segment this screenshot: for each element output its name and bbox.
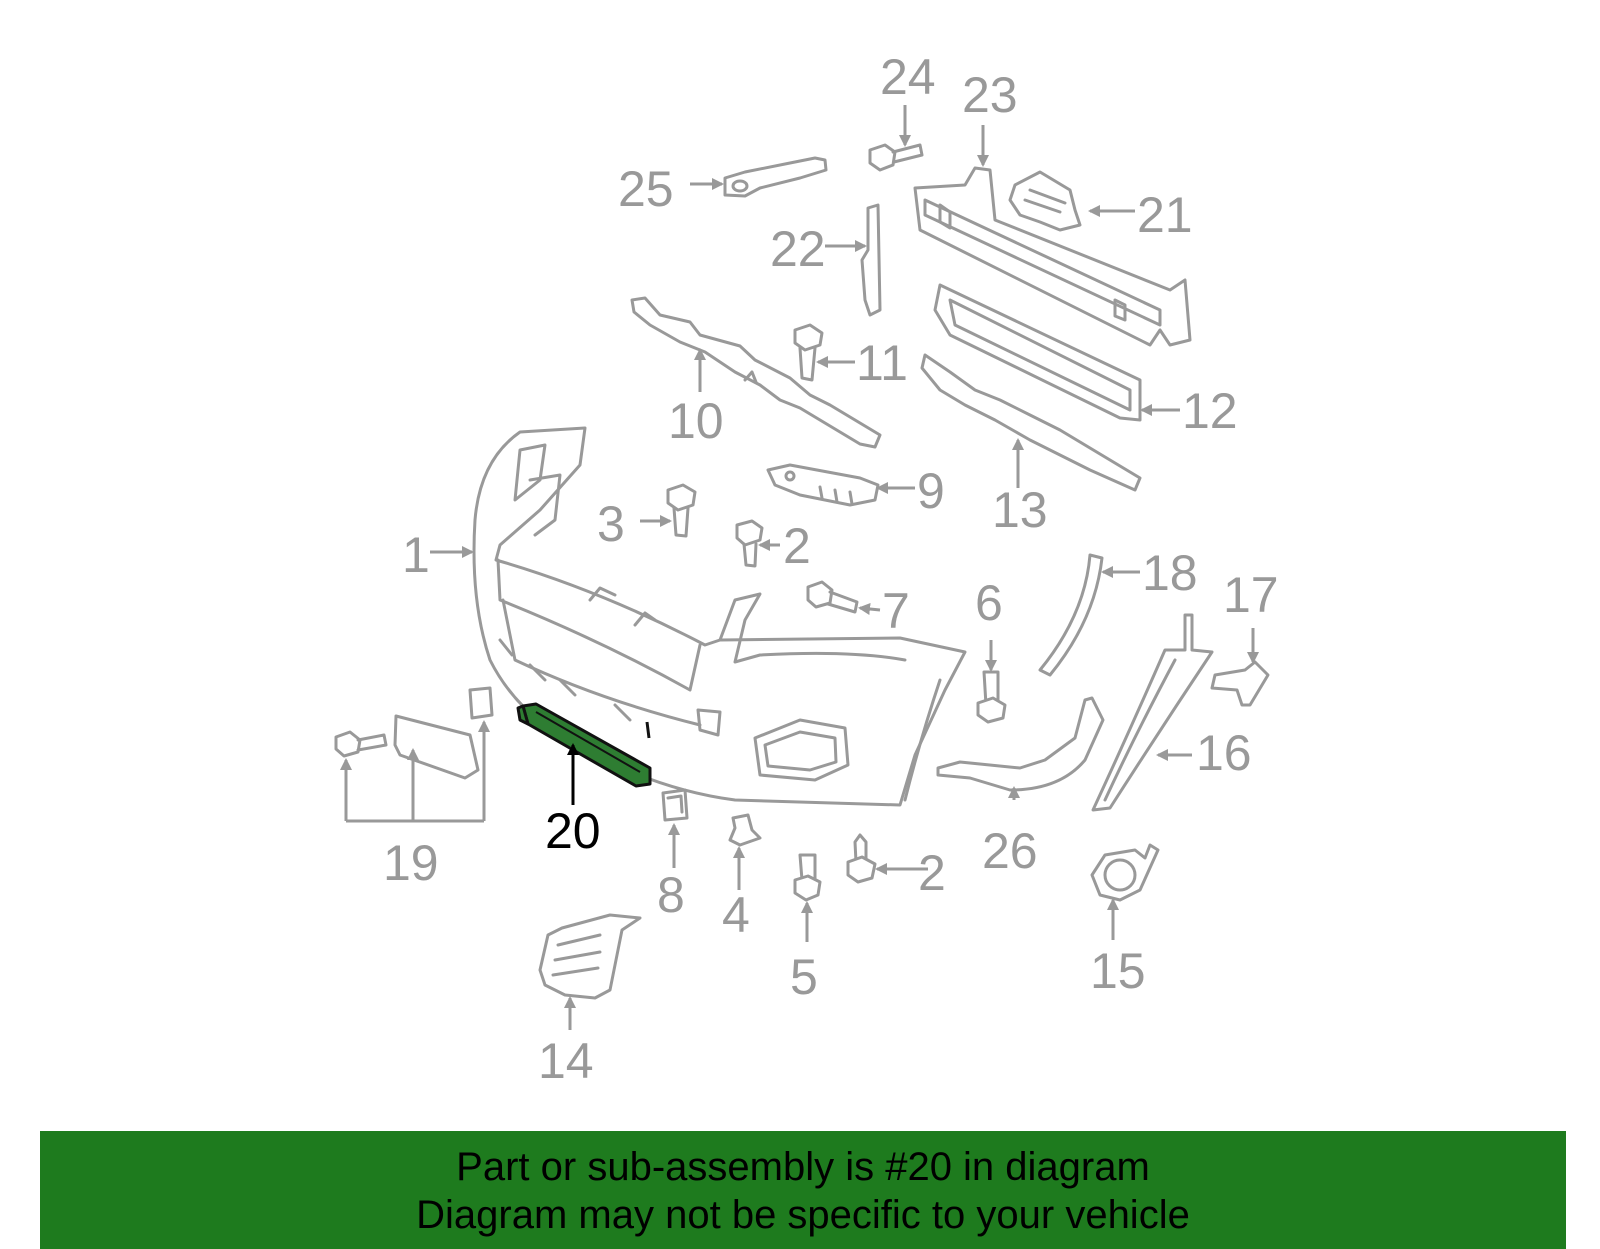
label-2b: 2 (918, 845, 946, 901)
part-4-clip (728, 813, 762, 847)
label-25: 25 (618, 161, 674, 217)
banner-line-disclaimer: Diagram may not be specific to your vehi… (416, 1193, 1190, 1237)
banner-line-part-number: Part or sub-assembly is #20 in diagram (456, 1145, 1150, 1189)
part-5-bolt (793, 853, 822, 902)
part-22 (860, 203, 882, 317)
label-8: 8 (657, 867, 685, 923)
label-13: 13 (992, 482, 1048, 538)
label-6: 6 (975, 575, 1003, 631)
label-2a: 2 (783, 518, 811, 574)
label-19: 19 (383, 835, 439, 891)
part-info-banner: Part or sub-assembly is #20 in diagram D… (40, 1131, 1566, 1249)
leader-arrows (340, 105, 1259, 1030)
label-14: 14 (538, 1033, 594, 1089)
label-16: 16 (1196, 725, 1252, 781)
part-26 (936, 696, 1105, 792)
label-26: 26 (982, 823, 1038, 879)
label-1: 1 (402, 527, 430, 583)
part-16 (1091, 613, 1214, 812)
part-2a-clip (735, 519, 764, 568)
label-21: 21 (1137, 187, 1193, 243)
part-17 (1210, 660, 1270, 707)
label-24: 24 (880, 49, 936, 105)
label-22: 22 (770, 221, 826, 277)
label-23: 23 (962, 67, 1018, 123)
label-10: 10 (668, 393, 724, 449)
part-2b-clip (846, 833, 877, 884)
part-15 (1090, 843, 1160, 902)
part-20-highlighted (516, 702, 652, 788)
part-25 (723, 156, 828, 198)
part-18 (1038, 553, 1104, 677)
part-24-bolt (868, 143, 924, 172)
label-4: 4 (722, 887, 750, 943)
part-19 (334, 686, 494, 780)
label-5: 5 (790, 949, 818, 1005)
part-6-bolt (976, 670, 1007, 724)
part-11-bolt (793, 323, 824, 382)
part-8-clip (661, 788, 689, 822)
part-13 (920, 353, 1142, 492)
label-18: 18 (1142, 545, 1198, 601)
label-15: 15 (1090, 943, 1146, 999)
part-7-bolt (806, 580, 859, 614)
part-14 (538, 913, 642, 1000)
label-11: 11 (856, 335, 908, 391)
label-7: 7 (882, 583, 910, 639)
label-17: 17 (1223, 567, 1279, 623)
label-9: 9 (917, 463, 945, 519)
label-12: 12 (1182, 383, 1238, 439)
label-20: 20 (545, 803, 601, 859)
part-23 (913, 166, 1192, 347)
part-21 (1008, 170, 1082, 232)
part-9 (766, 463, 880, 507)
part-labels: 1 2 3 4 5 6 7 8 9 10 11 12 13 14 15 16 1… (383, 49, 1279, 1089)
part-3-bolt (666, 483, 697, 538)
part-12 (933, 283, 1142, 422)
label-3: 3 (597, 496, 625, 552)
